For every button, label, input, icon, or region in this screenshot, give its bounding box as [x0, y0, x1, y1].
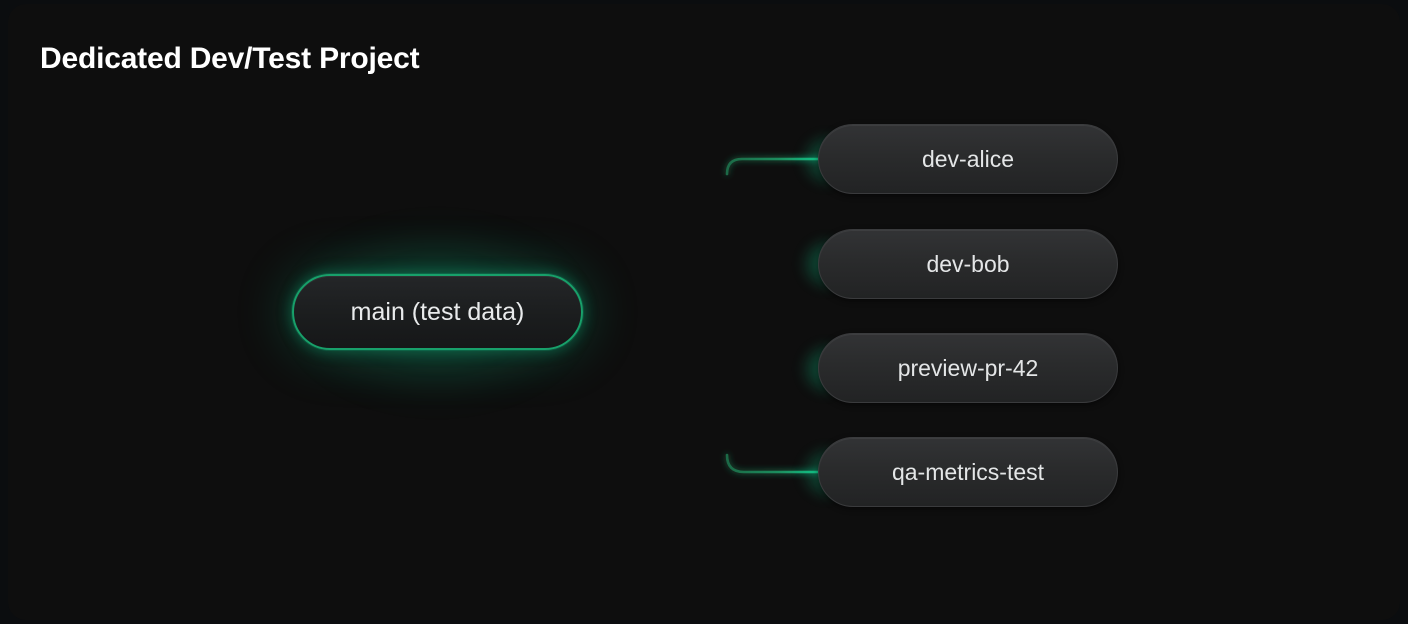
page-title: Dedicated Dev/Test Project	[40, 42, 420, 75]
branch-node-dev-alice[interactable]: dev-alice	[818, 124, 1118, 194]
branch-node-label: dev-alice	[921, 145, 1015, 172]
root-node-label: main (test data)	[350, 297, 525, 326]
branch-tree-diagram: main (test data) dev-alice dev-bob previ…	[8, 4, 1400, 620]
connector-lines	[583, 157, 822, 474]
root-node-main[interactable]: main (test data)	[292, 274, 583, 350]
branch-node-label: qa-metrics-test	[891, 458, 1045, 485]
branch-node-dev-bob[interactable]: dev-bob	[818, 229, 1118, 299]
connector-branch-0	[725, 157, 822, 176]
branch-node-preview-pr-42[interactable]: preview-pr-42	[818, 333, 1118, 403]
branch-node-label: preview-pr-42	[897, 354, 1039, 381]
diagram-canvas: Dedicated Dev/Test Project	[8, 4, 1400, 620]
branch-node-label: dev-bob	[926, 250, 1010, 277]
branch-node-qa-metrics-test[interactable]: qa-metrics-test	[818, 437, 1118, 507]
connector-branch-3	[725, 453, 822, 474]
